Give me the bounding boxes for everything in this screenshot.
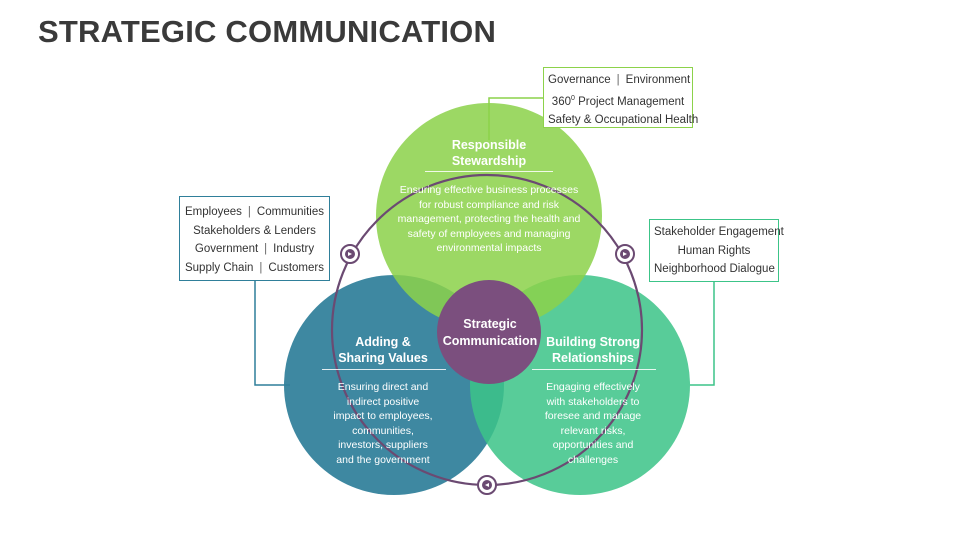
degree-superscript: 0 bbox=[570, 94, 575, 102]
left-circle-body: Ensuring direct and indirect positive im… bbox=[333, 381, 433, 466]
top-circle-divider bbox=[425, 171, 553, 172]
box-item: Supply Chain bbox=[184, 261, 254, 274]
box-item: Human Rights bbox=[677, 244, 751, 257]
box-item: Governance bbox=[548, 74, 611, 86]
box-item: Safety & Occupational Health bbox=[548, 113, 699, 126]
top-circle-title: Responsible Stewardship bbox=[451, 138, 527, 168]
box-item: Communities bbox=[256, 206, 324, 218]
right-circle-body: Engaging effectively with stakeholders t… bbox=[544, 381, 642, 466]
box-item: Industry bbox=[273, 243, 315, 255]
box-item: Environment bbox=[625, 74, 691, 86]
box-item: Employees bbox=[185, 206, 242, 218]
box-item: Project Management bbox=[574, 95, 685, 108]
page-title: STRATEGIC COMMUNICATION bbox=[38, 14, 497, 49]
right-circle-divider bbox=[532, 369, 656, 370]
connector-right bbox=[690, 282, 715, 386]
left-circle-title: Adding & Sharing Values bbox=[338, 335, 428, 365]
box-item: Customers bbox=[268, 261, 324, 274]
top-circle-body: Ensuring effective business processes fo… bbox=[397, 184, 581, 254]
cycle-arrow-icon bbox=[615, 244, 635, 264]
box-item: Neighborhood Dialogue bbox=[654, 263, 775, 275]
box-item: 360 bbox=[551, 95, 571, 108]
stakeholders-box: Employees|Communities Stakeholders & Len… bbox=[179, 196, 330, 281]
cycle-arrow-icon bbox=[477, 475, 497, 495]
center-circle bbox=[437, 280, 541, 384]
right-circle-title: Building Strong Relationships bbox=[546, 335, 640, 365]
box-item: Stakeholders & Lenders bbox=[193, 224, 316, 237]
box-item: Stakeholder Engagement bbox=[654, 226, 784, 238]
cycle-arrow-icon bbox=[340, 244, 360, 264]
left-circle-divider bbox=[322, 369, 446, 370]
engagement-box: Stakeholder Engagement Human Rights Neig… bbox=[649, 219, 784, 282]
box-item: Government bbox=[194, 243, 259, 255]
connector-left bbox=[254, 281, 290, 386]
center-label: Strategic Communication bbox=[442, 317, 538, 348]
circle-top bbox=[376, 103, 602, 329]
governance-box: Governance|Environment 3600 Project Mana… bbox=[543, 67, 699, 128]
